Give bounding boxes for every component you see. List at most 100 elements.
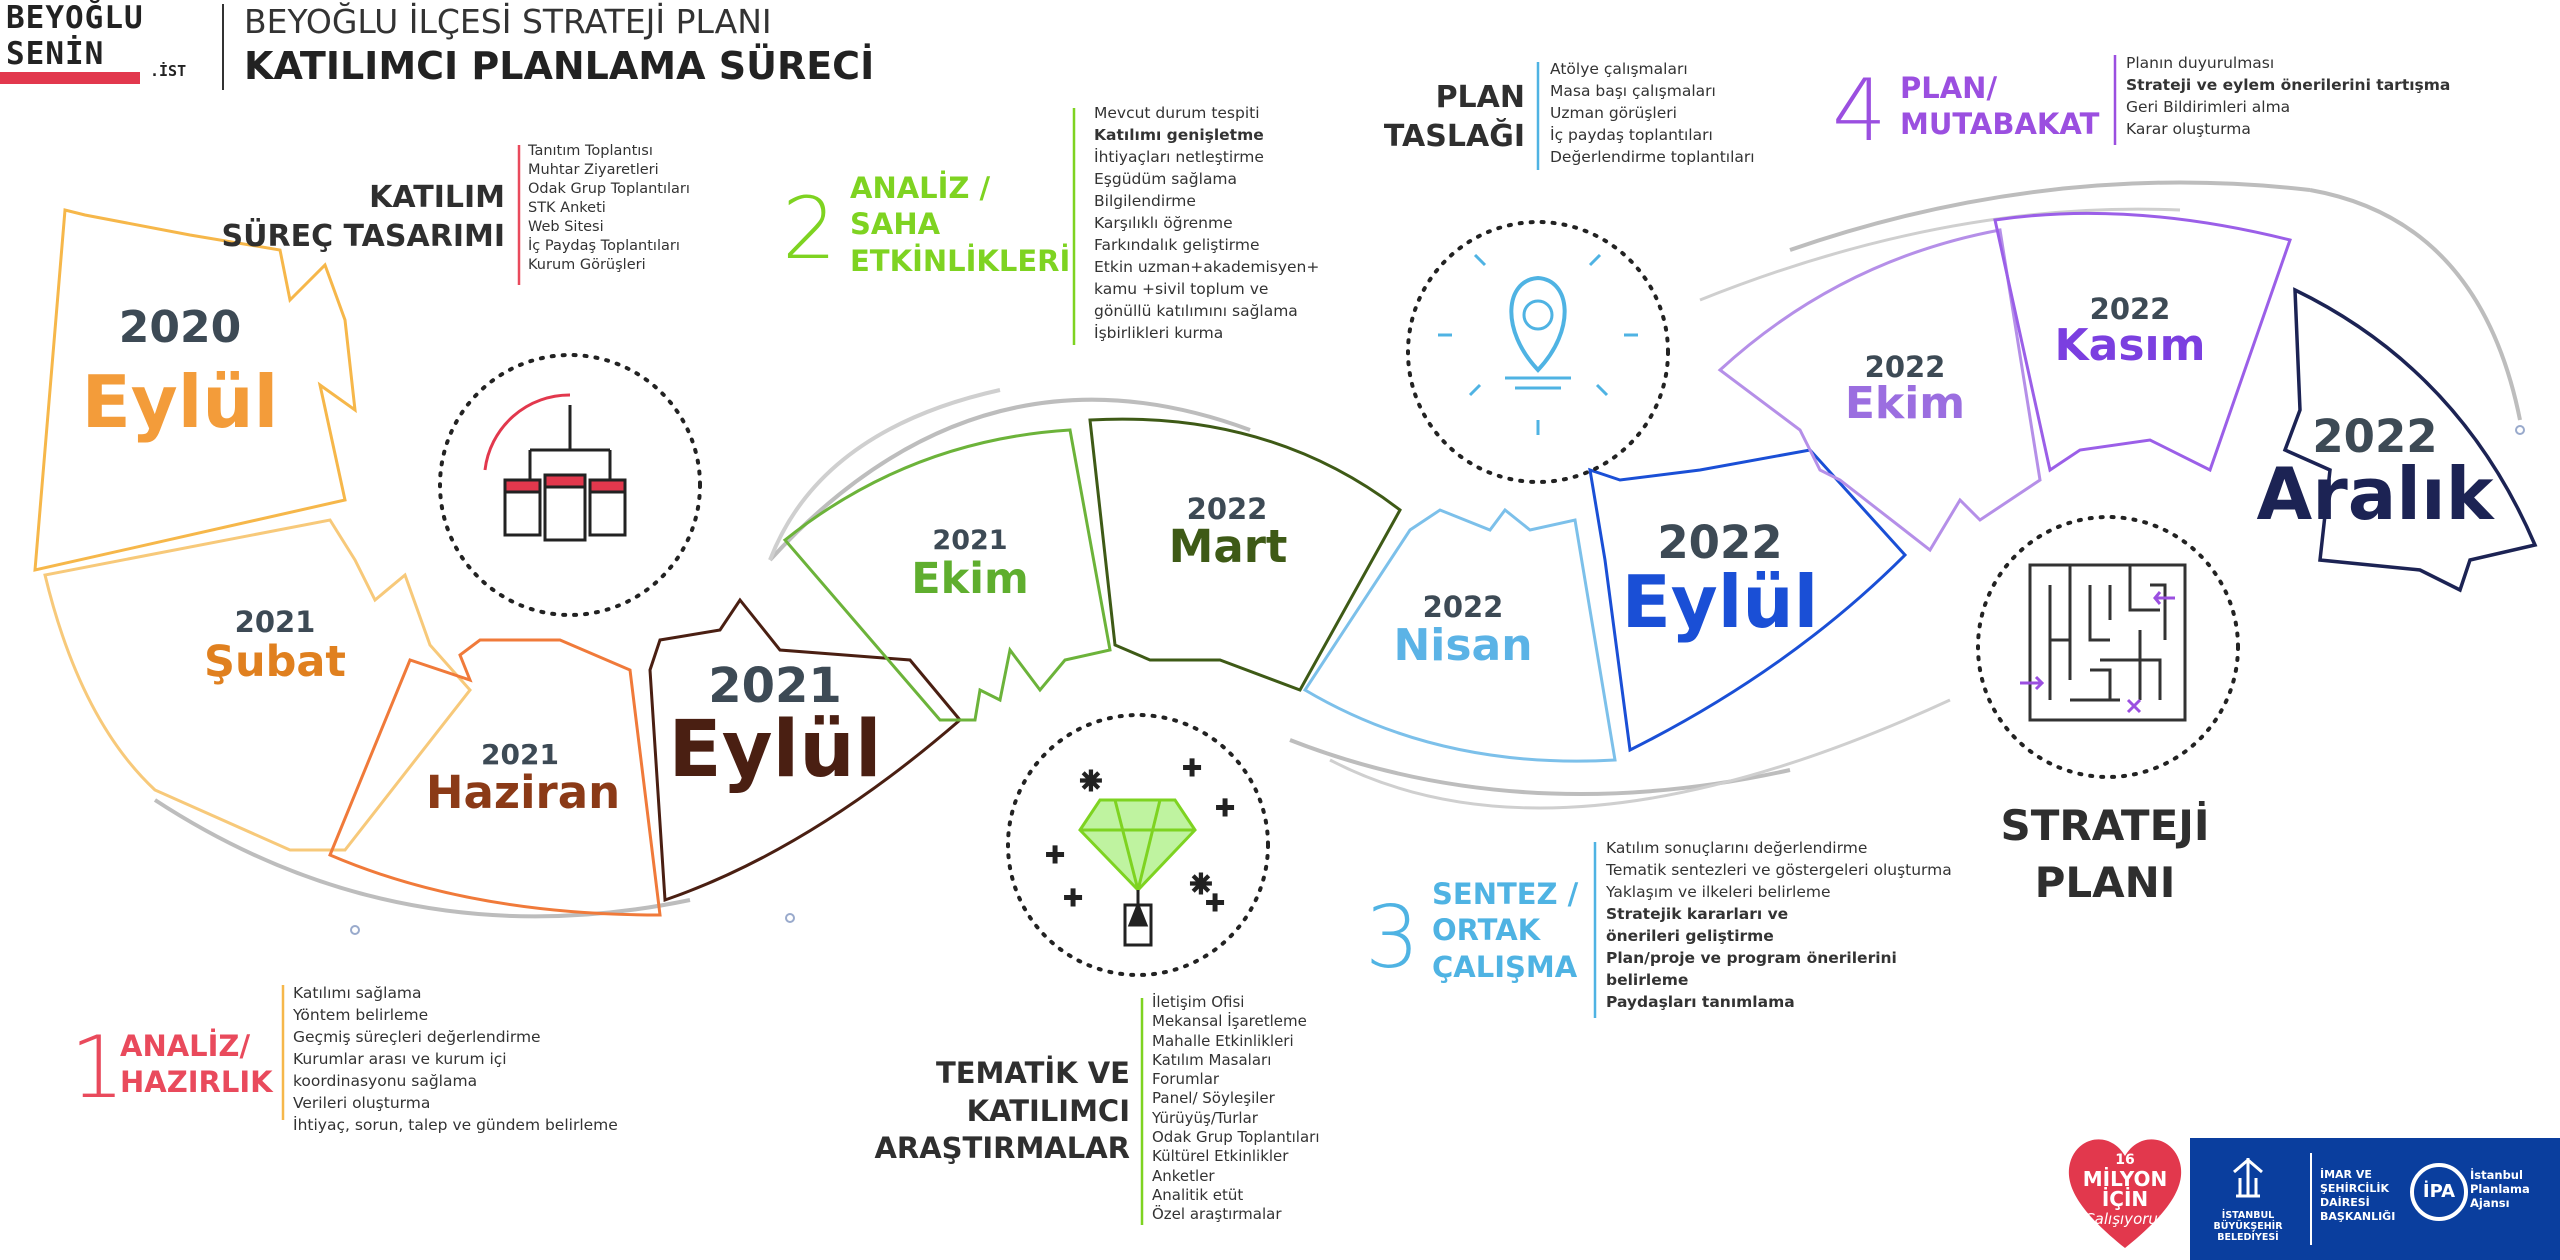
segment-2021-eylul	[648, 597, 963, 903]
list-item: Forumlar	[1152, 1070, 1220, 1089]
heart-logo-line1: MİLYON	[2083, 1167, 2167, 1191]
list-item: İç paydaş toplantıları	[1550, 126, 1713, 144]
segment-2021-subat	[43, 518, 472, 852]
list-item: gönüllü katılımını sağlama	[1094, 302, 1298, 320]
month-label: Nisan	[1393, 620, 1533, 671]
header-divider	[222, 4, 224, 90]
list-item: kamu +sivil toplum ve	[1094, 280, 1269, 298]
stage-number-1: 1	[70, 1018, 125, 1118]
month-label: Ekim	[1844, 378, 1966, 429]
year-label: 2022	[1422, 590, 1504, 624]
list-item: Tematik sentezleri ve göstergeleri oluşt…	[1606, 861, 1952, 879]
list-item: Odak Grup Toplantıları	[528, 181, 690, 197]
segment-2021-haziran	[328, 638, 662, 917]
list-item: Panel/ Söyleşiler	[1152, 1089, 1275, 1108]
year-label: 2022	[1186, 492, 1268, 526]
list-item: İşbirlikleri kurma	[1094, 324, 1224, 342]
page-title: KATILIMCI PLANLAMA SÜRECİ	[244, 44, 875, 88]
list-item: Bilgilendirme	[1094, 192, 1196, 210]
year-label: 2021	[708, 658, 842, 714]
list-item: İç Paydaş Toplantıları	[528, 238, 680, 254]
list-item: Strateji ve eylem önerilerini tartışma	[2126, 76, 2451, 94]
month-label: Aralık	[2256, 452, 2494, 536]
grey-guide-arcs	[153, 180, 2522, 919]
list-item: belirleme	[1606, 971, 1689, 989]
svg-text:+: +	[1045, 840, 1065, 868]
brand-underline	[0, 72, 140, 84]
year-label: 2021	[932, 525, 1008, 556]
list-item: önerileri geliştirme	[1606, 927, 1774, 945]
list-item: STK Anketi	[528, 200, 606, 216]
list-item: Geçmiş süreçleri değerlendirme	[293, 1028, 541, 1046]
svg-text:+: +	[1063, 883, 1083, 911]
list-item: Özel araştırmalar	[1152, 1205, 1282, 1224]
circle-strateji	[1976, 515, 2240, 779]
list-item: İhtiyaçları netleştirme	[1094, 148, 1264, 166]
heart-logo-number: 16	[2115, 1152, 2134, 1168]
list-item: Yaklaşım ve ilkeleri belirleme	[1606, 883, 1831, 901]
segment-2022-eylul	[1588, 448, 1908, 753]
svg-text:✳: ✳	[1190, 870, 1212, 900]
list-item: İhtiyaç, sorun, talep ve gündem belirlem…	[293, 1116, 618, 1134]
year-label: 2021	[481, 738, 559, 771]
segment-2022-nisan	[1302, 507, 1617, 763]
list-item: Karşılıklı öğrenme	[1094, 214, 1233, 232]
month-label: Eylül	[1621, 560, 1819, 644]
ipa-logo-mark: İPA	[2410, 1163, 2468, 1221]
list-item: Katılımı sağlama	[293, 984, 422, 1002]
month-label: Şubat	[204, 637, 346, 687]
brand-name-line2: SENİN	[6, 36, 105, 72]
list-item: Kurum Görüşleri	[528, 257, 646, 273]
stage-number-3: 3	[1365, 888, 1420, 988]
list-item: Katılım sonuçlarını değerlendirme	[1606, 839, 1868, 857]
heart-logo-line3: Çalışıyoruz	[2084, 1210, 2167, 1228]
month-label: Eylül	[668, 705, 882, 795]
segment-2022-ekim	[1717, 228, 2042, 553]
circle-katilim	[438, 353, 702, 617]
list-item: Eşgüdüm sağlama	[1094, 170, 1238, 188]
brand-name-line1: BEYOĞLU	[6, 0, 144, 36]
heart-logo-line2: İÇİN	[2102, 1187, 2148, 1211]
svg-text:+: +	[1205, 888, 1225, 916]
list-item: Mahalle Etkinlikleri	[1152, 1031, 1294, 1050]
list-item: Planın duyurulması	[2126, 54, 2275, 72]
list-item: Verileri oluşturma	[293, 1094, 431, 1112]
list-item: Analitik etüt	[1152, 1185, 1244, 1204]
year-label: 2022	[2312, 410, 2438, 463]
month-label: Eylül	[81, 360, 279, 444]
month-label: Mart	[1168, 520, 1288, 573]
segment-2020-eylul	[33, 208, 357, 572]
stage-number-2: 2	[782, 179, 837, 279]
list-item: Kurumlar arası ve kurum içi	[293, 1050, 507, 1068]
stage-title-1: ANALİZ/HAZIRLIK	[120, 1029, 273, 1100]
list-item: Stratejik kararları ve	[1606, 905, 1789, 923]
list-item: Anketler	[1152, 1166, 1215, 1185]
org-chart-icon	[483, 393, 627, 542]
segment-2022-mart	[1088, 417, 1402, 692]
list-item: Atölye çalışmaları	[1550, 60, 1688, 78]
svg-text:✳: ✳	[1080, 767, 1102, 797]
segment-2022-kasim	[1993, 211, 2292, 473]
list-item: İletişim Ofisi	[1152, 993, 1245, 1011]
month-label: Kasım	[2054, 320, 2206, 371]
location-pin-icon	[1438, 253, 1638, 435]
ibb-emblem-icon	[2233, 1158, 2263, 1198]
year-label: 2021	[234, 605, 316, 639]
year-label: 2020	[118, 302, 242, 353]
diamond-icon: ✳ + + + + ✳ +	[1044, 752, 1237, 947]
list-item: Etkin uzman+akademisyen+	[1094, 258, 1320, 276]
brand-suffix: .İST	[150, 62, 187, 80]
circle-taslak	[1406, 220, 1670, 484]
